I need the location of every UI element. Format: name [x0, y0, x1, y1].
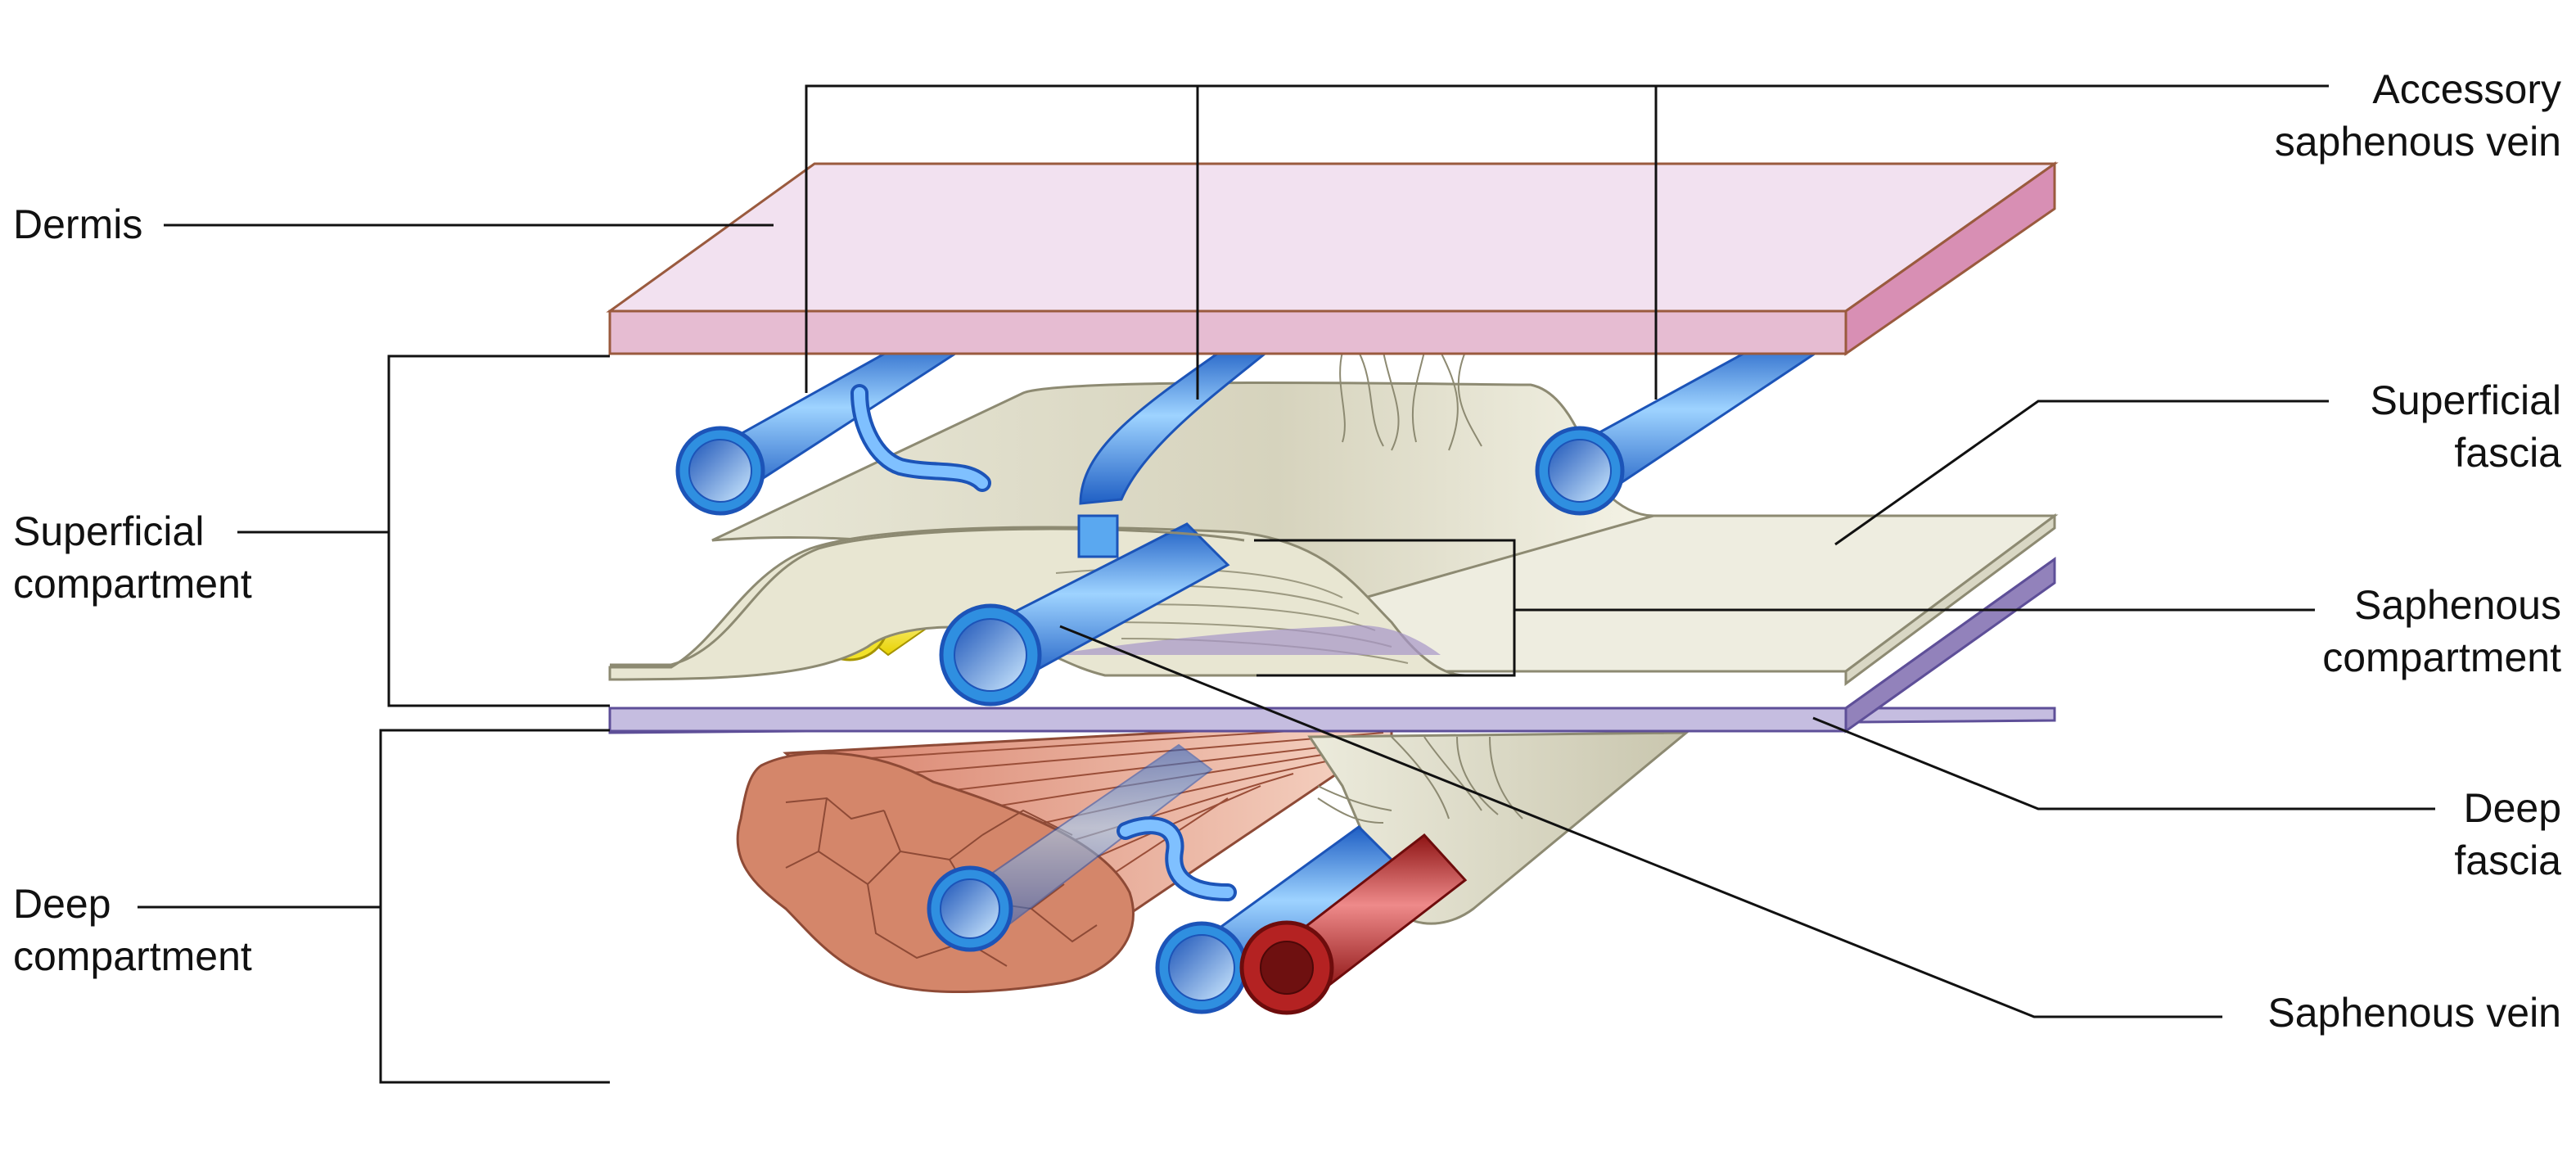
label-dermis: Dermis: [13, 201, 143, 247]
deep-compartment-structures: [736, 719, 1690, 1015]
accessory-saphenous-vein-right: [1535, 334, 1820, 516]
leader-deep-fascia: [1812, 716, 2435, 811]
deep-fascia: [608, 557, 2056, 734]
bracket-deep-compartment: [379, 729, 610, 1084]
leader-superficial-fascia: [1834, 400, 2329, 546]
label-accessory-saphenous-vein: Accessory saphenous vein: [2274, 66, 2561, 165]
deep-vein-muscle: [927, 865, 1013, 952]
accessory-saphenous-vein-left: [675, 334, 961, 516]
leader-accessory-saphenous-vein: [805, 84, 2329, 393]
bracket-saphenous-compartment: [1254, 539, 1516, 677]
dermis: [606, 161, 2059, 356]
superficial-compartment-structures: [608, 334, 2059, 707]
label-superficial-compartment: Superficial compartment: [13, 508, 252, 607]
great-saphenous-vein: [939, 522, 1230, 707]
label-superficial-fascia: Superficial fascia: [2370, 377, 2561, 476]
retinacula-cutis: [1339, 351, 1482, 451]
bracket-superficial-compartment: [387, 354, 610, 707]
leader-saphenous-vein: [1059, 625, 2222, 1018]
label-deep-compartment: Deep compartment: [13, 881, 252, 979]
artery: [1239, 833, 1468, 1015]
label-saphenous-compartment: Saphenous compartment: [2322, 582, 2561, 680]
connective-strands: [1317, 736, 1523, 824]
label-deep-fascia: Deep fascia: [2454, 785, 2561, 883]
leader-lines: [138, 84, 2435, 1084]
label-saphenous-vein: Saphenous vein: [2267, 990, 2561, 1036]
